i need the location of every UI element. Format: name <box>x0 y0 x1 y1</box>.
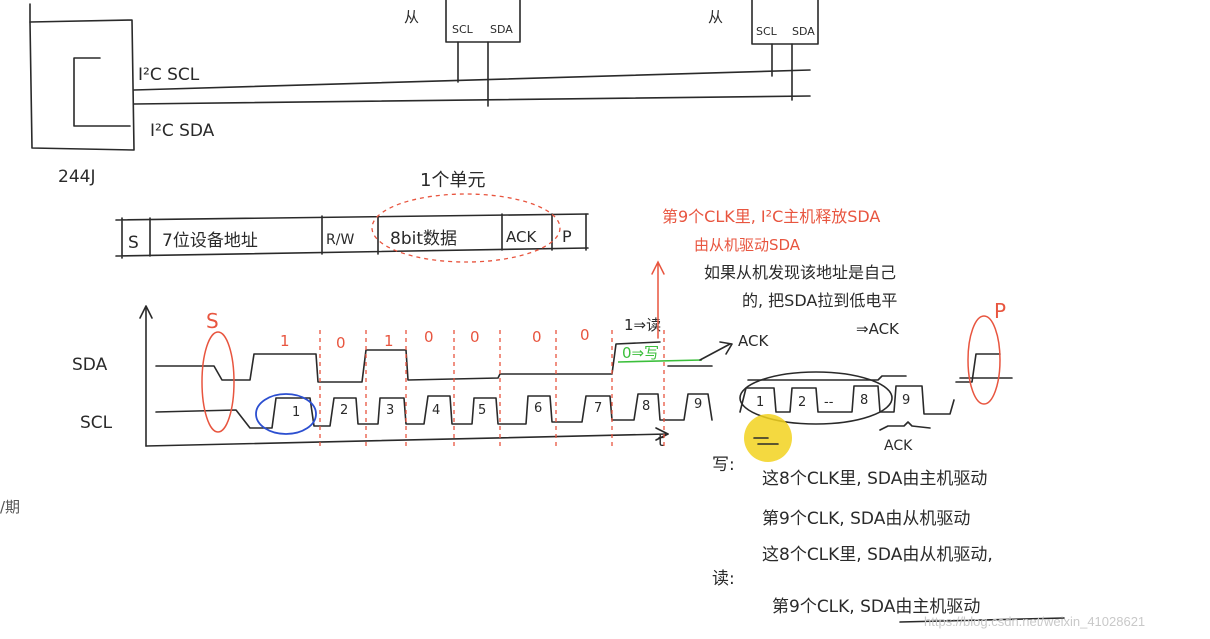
frame-dividers <box>149 213 587 257</box>
frame-unit-highlight <box>371 193 561 263</box>
frame-cell-rw: R/W <box>326 232 354 248</box>
bit-value-4: 0 <box>424 328 434 346</box>
ack-label-2: ⇒ACK <box>856 320 900 338</box>
frame-cell-ack: ACK <box>506 228 537 246</box>
y-axis-arrow <box>139 305 153 319</box>
black-note-2: 的, 把SDA拉到低电平 <box>742 291 897 310</box>
read-note: 1⇒读 <box>624 316 661 334</box>
bit-value-6: 0 <box>532 328 542 346</box>
bit-separators <box>319 330 665 450</box>
time-axis <box>145 433 669 447</box>
master-box <box>29 19 135 151</box>
bit-value-3: 1 <box>384 332 394 350</box>
sda-waveform <box>155 341 661 383</box>
clock-number-2: 2 <box>340 403 348 418</box>
red-note-2: 由从机驱动SDA <box>694 236 801 254</box>
scl-signal-label: SCL <box>80 413 113 433</box>
frame-format: 1个单元 S 7位设备地址 R/W 8bit数据 ACK P <box>115 170 589 263</box>
cursor-marks <box>753 437 779 445</box>
stop-label: P <box>994 299 1006 323</box>
data-clock-number-9: 9 <box>902 393 910 408</box>
frame-cell-stop: P <box>562 227 572 246</box>
sda-line-label: I²C SDA <box>150 121 215 141</box>
data-clock-number-8: 8 <box>860 393 868 408</box>
clock-number-1: 1 <box>292 405 300 420</box>
frame-cell-address: 7位设备地址 <box>162 231 258 251</box>
clock-number-3: 3 <box>386 403 394 418</box>
ack-brace <box>879 421 931 431</box>
read-note-2: 第9个CLK, SDA由主机驱动 <box>772 597 980 617</box>
red-note-1: 第9个CLK里, I²C主机释放SDA <box>662 207 880 226</box>
bit-value-1: 1 <box>280 332 290 350</box>
slave2-scl-label: SCL <box>756 25 778 38</box>
clock-number-7: 7 <box>594 401 602 416</box>
data-clock-ellipsis: -- <box>824 395 834 410</box>
read-note-underline <box>899 617 1065 623</box>
notes: 第9个CLK里, I²C主机释放SDA 由从机驱动SDA 如果从机发现该地址是自… <box>662 207 1065 623</box>
slave1-label: 从 <box>404 8 419 26</box>
start-condition-marker <box>201 331 235 433</box>
frame-cell-data: 8bit数据 <box>390 229 457 249</box>
write-note-2: 第9个CLK, SDA由从机驱动 <box>762 509 970 529</box>
first-clock-highlight <box>255 393 317 435</box>
clock-number-9: 9 <box>694 397 702 412</box>
write-note-1: 这8个CLK里, SDA由主机驱动 <box>762 469 987 489</box>
sda-signal-label: SDA <box>72 355 108 375</box>
scl-waveform-data <box>739 385 955 415</box>
slave2-label: 从 <box>708 8 723 26</box>
scl-bus-line <box>133 69 811 91</box>
time-axis-label: t <box>658 431 664 450</box>
bit-value-5: 0 <box>470 328 480 346</box>
black-note-1: 如果从机发现该地址是自己 <box>704 263 896 282</box>
slave1-scl-label: SCL <box>452 23 474 36</box>
read-heading: 读: <box>712 569 735 589</box>
slave2-box <box>751 0 819 45</box>
side-fragment: /期 <box>0 498 20 516</box>
write-heading: 写: <box>712 455 735 475</box>
sda-waveform-ack <box>667 353 1013 383</box>
frame-group-label: 1个单元 <box>420 170 485 191</box>
clock-number-8: 8 <box>642 399 650 414</box>
stop-condition-marker <box>967 315 1001 405</box>
sda-bus-line <box>133 95 811 105</box>
bus-topology: I²C SCL I²C SDA 244J 从 SCL SDA 从 SCL SDA <box>29 0 819 187</box>
data-clock-number-1: 1 <box>756 395 764 410</box>
slave1-sda-label: SDA <box>490 23 513 36</box>
ack-label-1: ACK <box>738 332 769 350</box>
device-label: 244J <box>58 167 95 187</box>
frame-outline <box>115 213 589 259</box>
ack-label-3: ACK <box>884 438 913 454</box>
bit-value-2: 0 <box>336 334 346 352</box>
clock-number-4: 4 <box>432 403 440 418</box>
data-clock-number-2: 2 <box>798 395 806 410</box>
ack-arrow <box>699 341 733 361</box>
clock-number-5: 5 <box>478 403 486 418</box>
write-note: 0⇒写 <box>622 344 659 362</box>
bit-value-7: 0 <box>580 326 590 344</box>
read-note-1: 这8个CLK里, SDA由从机驱动, <box>762 545 993 565</box>
start-label: S <box>206 309 219 333</box>
scl-waveform <box>155 393 713 429</box>
release-arrow <box>651 260 665 339</box>
time-axis-arrow <box>655 427 669 441</box>
write-note-underline <box>617 359 703 363</box>
scl-line-label: I²C SCL <box>138 65 200 85</box>
slave1-box <box>445 0 521 43</box>
frame-cell-start: S <box>128 233 139 253</box>
master-inner-bracket <box>73 57 131 127</box>
clock-number-6: 6 <box>534 401 542 416</box>
slave2-sda-label: SDA <box>792 25 815 38</box>
data-byte-highlight <box>739 371 893 425</box>
watermark: https://blog.csdn.net/weixin_41028621 <box>924 614 1145 629</box>
timing-waveform: t SDA SCL 1 0 1 0 0 0 0 1 2 3 4 5 6 7 8 … <box>72 260 1013 462</box>
